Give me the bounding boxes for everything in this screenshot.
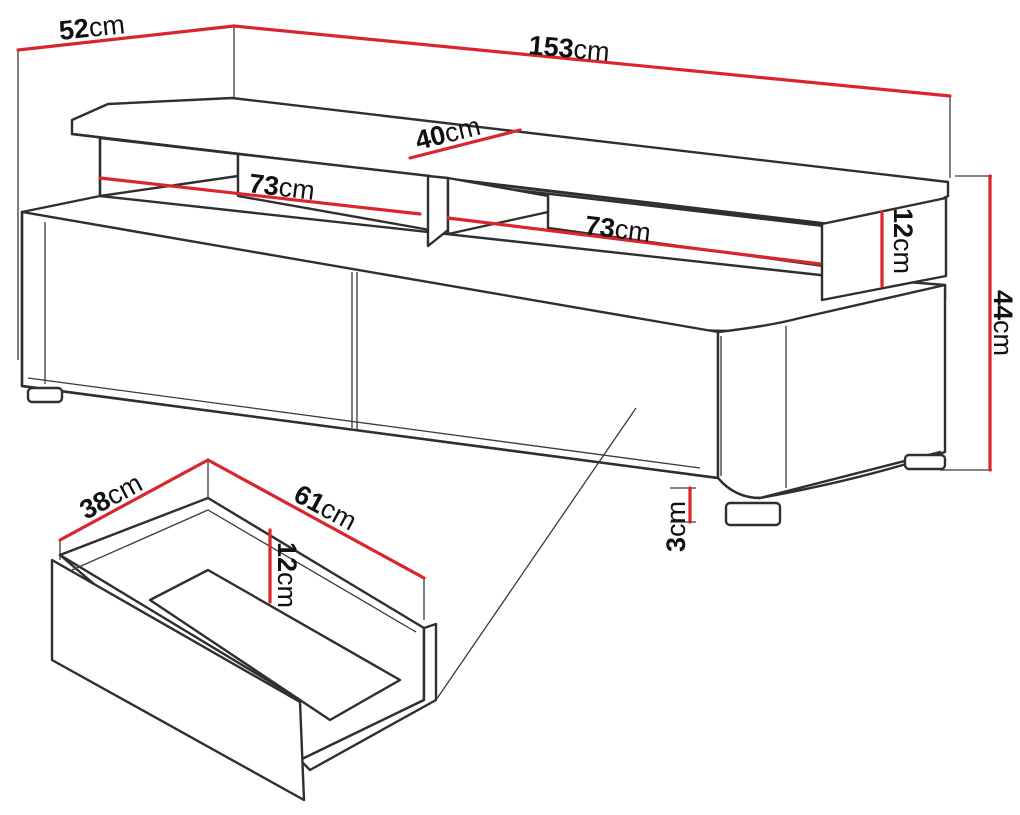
- dim-line-shelf-depth: [408, 128, 522, 160]
- leg-back-right: [903, 453, 947, 471]
- dim-line-niche-right: [446, 216, 822, 266]
- leg-front-right: [724, 501, 782, 527]
- tv-stand: [20, 96, 950, 527]
- right-support: [820, 196, 948, 302]
- label-drawer-height: 12cm: [272, 542, 302, 608]
- dimension-lines: [16, 24, 992, 604]
- label-height-total: 44cm: [988, 290, 1018, 356]
- label-depth-total: 52cm: [57, 9, 126, 46]
- label-drawer-depth: 38cm: [75, 468, 147, 525]
- leg-front-left: [26, 386, 64, 404]
- dim-line-niche-left: [98, 176, 422, 216]
- label-niche-right: 73cm: [583, 210, 652, 248]
- label-drawer-width: 61cm: [289, 479, 361, 536]
- dim-line-depth-total: [16, 24, 236, 52]
- drawer-right-wall: [298, 622, 438, 772]
- drawer-front: [50, 558, 306, 802]
- label-niche-left: 73cm: [247, 168, 316, 206]
- dim-line-drawer-depth: [58, 458, 210, 542]
- dim-line-width-total: [232, 24, 952, 98]
- label-niche-height: 12cm: [888, 208, 918, 274]
- dim-line-drawer-width: [206, 458, 426, 580]
- label-width-total: 153cm: [527, 30, 610, 67]
- extension-lines: [17, 26, 992, 620]
- drawer-bottom: [148, 568, 402, 722]
- drawer-detail: [50, 407, 637, 802]
- label-shelf-depth: 40cm: [412, 111, 483, 156]
- label-leg-height: 3cm: [661, 501, 691, 552]
- drawer-leader-line: [435, 407, 637, 701]
